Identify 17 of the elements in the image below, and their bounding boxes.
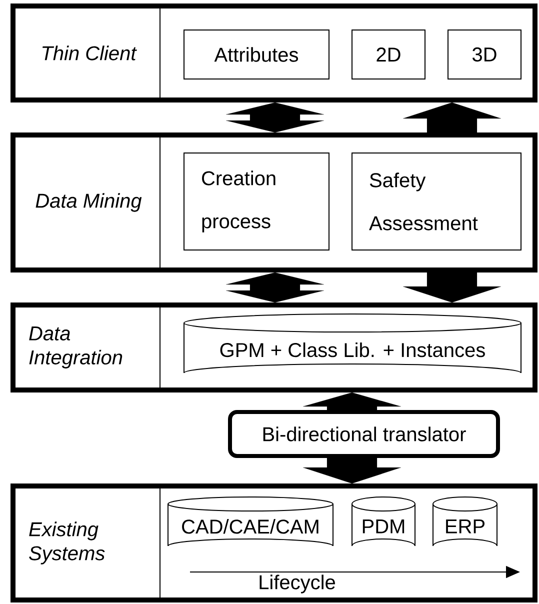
translator-box: Bi-directional translator	[228, 410, 500, 458]
axis-label: Lifecycle	[260, 574, 335, 594]
process-box: Creation process	[184, 152, 330, 250]
database-cylinder: GPM + Class Lib. + Instances	[184, 314, 522, 374]
process-box: Safety Assessment	[352, 152, 522, 250]
block-arrow	[226, 102, 324, 133]
block-arrow	[226, 272, 324, 303]
process-box: 3D	[448, 30, 522, 80]
block-arrow	[302, 458, 402, 484]
process-box: Attributes	[184, 30, 330, 80]
database-cylinder: ERP	[432, 496, 498, 546]
database-cylinder: PDM	[352, 496, 416, 546]
database-cylinder: CAD/CAE/CAM	[168, 496, 334, 546]
process-box: 2D	[352, 30, 426, 80]
block-arrow	[302, 392, 402, 410]
block-arrow	[402, 102, 502, 133]
block-arrow	[402, 272, 502, 303]
